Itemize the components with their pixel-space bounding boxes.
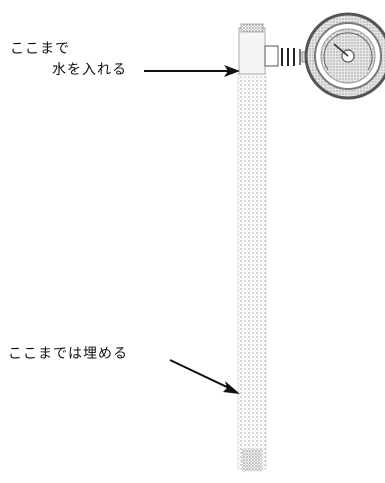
arrow-bury-shaft — [169, 359, 230, 389]
water-fill-label-line1: ここまで — [10, 41, 70, 57]
connector-neck — [264, 45, 279, 67]
tube-cap-top — [240, 23, 264, 33]
tensiometer-tube — [237, 23, 267, 472]
arrow-water-head — [224, 65, 240, 77]
water-fill-label-line2: 水を入れる — [52, 62, 127, 78]
bury-label: ここまでは埋める — [8, 346, 128, 362]
tube-body — [237, 73, 267, 470]
tube-bottom-tip — [241, 448, 263, 472]
gauge-needle — [333, 43, 349, 57]
arrow-bury-head — [223, 381, 240, 394]
gauge-scale-arc — [323, 32, 373, 71]
arrow-water-fill — [144, 65, 240, 77]
arrow-bury — [169, 359, 240, 394]
tube-water-cap — [238, 27, 266, 75]
pressure-gauge-icon — [304, 12, 385, 100]
